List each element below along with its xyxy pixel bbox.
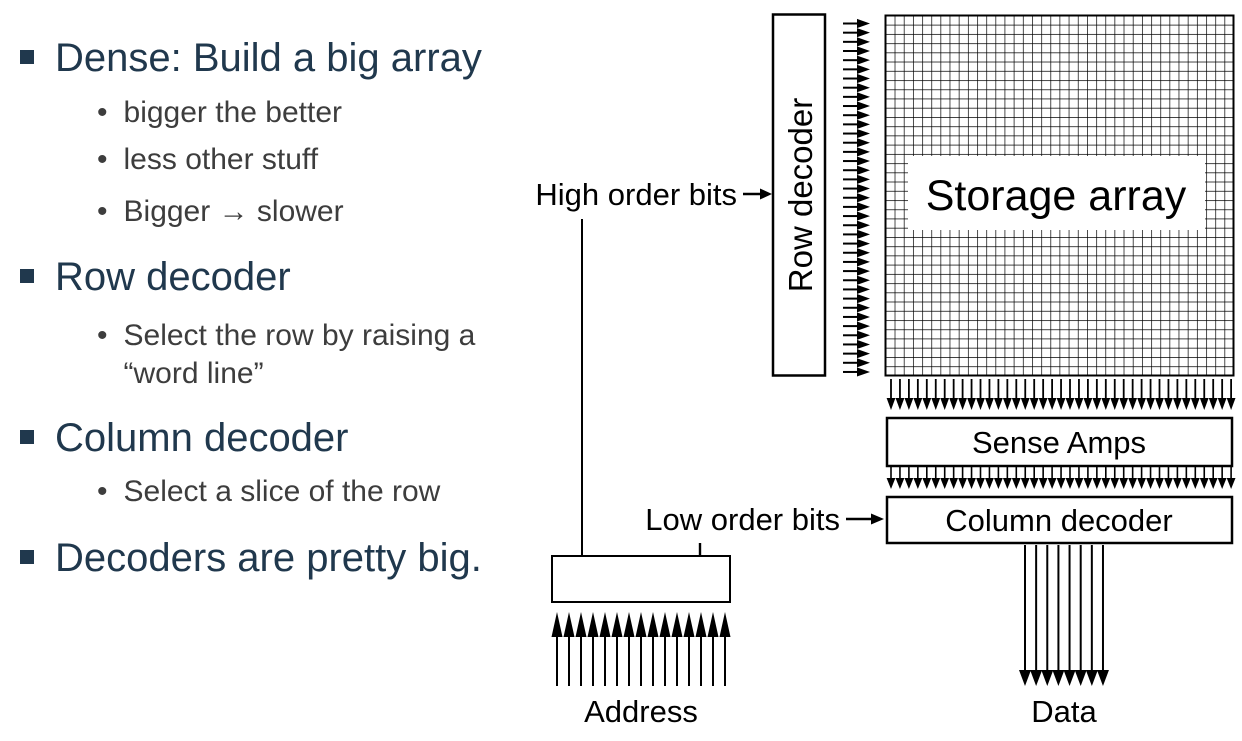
row-decoder-label: Row decoder [782, 98, 819, 292]
bit-line-arrows [886, 379, 1236, 410]
square-bullet-icon [20, 430, 34, 444]
sub-bullet-text: Bigger → slower [123, 195, 344, 228]
sub-bullet-item: bigger the better [97, 94, 342, 132]
sub-bullet-item: less other stuff [97, 141, 319, 179]
bullet-text: Column decoder [55, 416, 349, 460]
low-order-bits-arrowhead-icon [871, 513, 884, 525]
sub-bullet-text: Select the row by raising a “word line” [123, 319, 476, 390]
bullet-text: Dense: Build a big array [55, 36, 482, 80]
word-line-arrows [843, 18, 870, 377]
row-decoder-box [771, 13, 827, 377]
sub-bullet-text: Select a slice of the row [123, 475, 441, 508]
address-label: Address [584, 694, 698, 729]
storage-array-label: Storage array [926, 172, 1187, 220]
sense-amps-label: Sense Amps [972, 425, 1146, 460]
storage-array-grid [884, 14, 1235, 377]
high-order-bits-arrowhead-icon [760, 188, 772, 200]
bullet-item: Column decoder [20, 417, 349, 459]
sub-bullet-item: Bigger → slower [97, 193, 344, 231]
sub-bullet-item: Select the row by raising a “word line” [97, 317, 476, 393]
bullet-item: Dense: Build a big array [20, 37, 482, 79]
high-order-bits-label: High order bits [535, 177, 737, 212]
dot-bullet-icon [97, 94, 108, 132]
column-decoder-label: Column decoder [945, 503, 1172, 538]
storage-array-bg [885, 15, 1234, 376]
storage-array-label-bg [908, 156, 1205, 230]
sub-bullet-text: less other stuff [123, 143, 319, 176]
sub-bullet-item: Select a slice of the row [97, 473, 441, 511]
bullet-text: Decoders are pretty big. [55, 536, 482, 580]
bullet-item: Decoders are pretty big. [20, 537, 482, 579]
sense-output-arrows [886, 466, 1236, 489]
column-decoder-box [885, 495, 1234, 545]
square-bullet-icon [20, 50, 34, 64]
sub-bullet-text: bigger the better [123, 96, 342, 129]
dot-bullet-icon [97, 141, 108, 179]
square-bullet-icon [20, 269, 34, 283]
sense-amps-box [885, 416, 1234, 468]
address-arrows [551, 612, 731, 686]
address-box [551, 555, 731, 603]
dot-bullet-icon [97, 473, 108, 511]
dot-bullet-icon [97, 317, 108, 355]
square-bullet-icon [20, 550, 34, 564]
bullet-text: Row decoder [55, 255, 291, 299]
data-arrows [1019, 545, 1109, 686]
bullet-item: Row decoder [20, 256, 291, 298]
dot-bullet-icon [97, 193, 108, 231]
data-label: Data [1031, 694, 1097, 729]
low-order-bits-label: Low order bits [645, 502, 840, 537]
